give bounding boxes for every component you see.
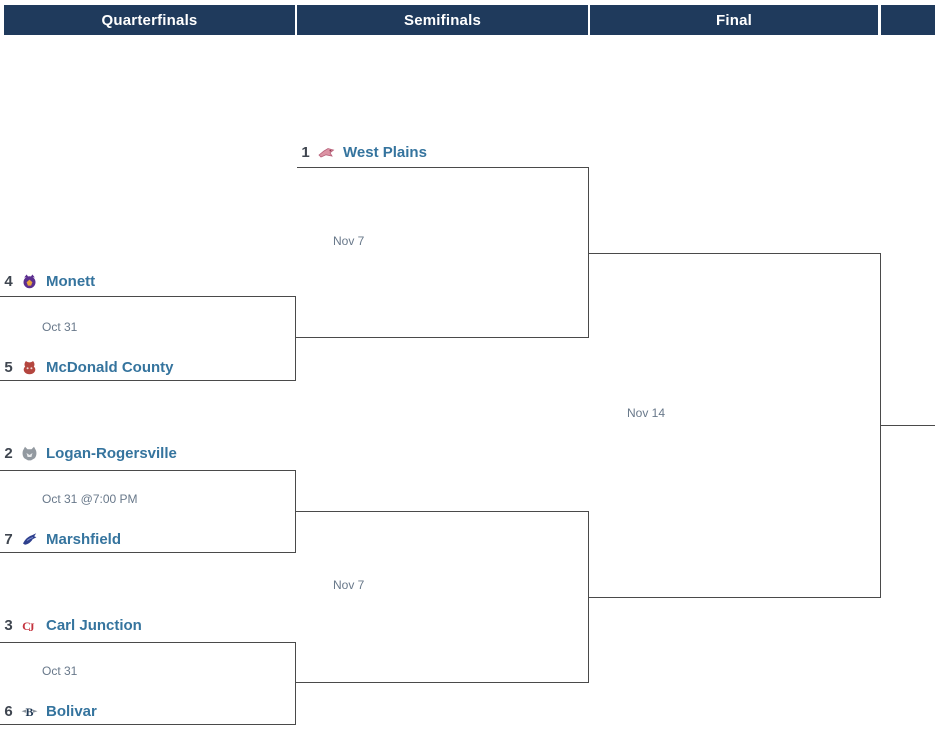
team-row-mcdonald-county: 5 McDonald County (4, 357, 174, 377)
bracket-line-sf2-connector (588, 597, 880, 598)
column-header-semifinals: Semifinals (297, 5, 588, 35)
column-header-final: Final (590, 5, 878, 35)
team-seed: 2 (4, 444, 13, 462)
match-date-qf2: Oct 31 @7:00 PM (42, 492, 138, 506)
team-seed: 1 (301, 143, 310, 161)
svg-text:C: C (22, 619, 31, 633)
bracket-line-qf3-connector (295, 682, 588, 683)
match-date-sf2: Nov 7 (333, 578, 365, 592)
team-seed: 3 (4, 616, 13, 634)
svg-text:B: B (25, 704, 33, 718)
west-plains-logo-icon (318, 144, 335, 161)
team-link-carl-junction[interactable]: Carl Junction (46, 616, 142, 634)
bracket-line-qf1-bottom (0, 380, 296, 381)
bracket-line-qf3-right (295, 642, 296, 725)
svg-text:J: J (29, 620, 35, 634)
team-link-monett[interactable]: Monett (46, 272, 96, 290)
marshfield-logo-icon (21, 531, 38, 548)
team-seed: 4 (4, 272, 13, 290)
match-date-sf1: Nov 7 (333, 234, 365, 248)
bracket-line-qf3-top (0, 642, 296, 643)
team-link-mcdonald-county[interactable]: McDonald County (46, 358, 174, 376)
team-link-logan-rogersville[interactable]: Logan-Rogersville (46, 444, 177, 462)
column-header-champion-cutoff (881, 5, 935, 35)
bracket-line-qf2-connector (295, 511, 588, 512)
team-row-bolivar: 6 B Bolivar (4, 701, 97, 721)
bracket-line-qf1-connector (295, 337, 588, 338)
team-row-logan-rogersville: 2 Logan-Rogersville (4, 443, 177, 463)
bracket-line-sf1-top (297, 167, 588, 168)
team-seed: 5 (4, 358, 13, 376)
bracket-line-qf1-right (295, 296, 296, 381)
team-seed: 7 (4, 530, 13, 548)
mcdonald-county-logo-icon (21, 359, 38, 376)
monett-logo-icon (21, 273, 38, 290)
bracket-line-sf1-connector (588, 253, 880, 254)
column-header-quarterfinals: Quarterfinals (4, 5, 295, 35)
bracket-line-qf2-top (0, 470, 296, 471)
team-link-marshfield[interactable]: Marshfield (46, 530, 122, 548)
match-date-final: Nov 14 (627, 406, 666, 420)
bracket-line-qf3-bottom (0, 724, 296, 725)
bolivar-logo-icon: B (21, 703, 38, 720)
team-link-bolivar[interactable]: Bolivar (46, 702, 97, 720)
match-date-qf1: Oct 31 (42, 320, 78, 334)
match-date-qf3: Oct 31 (42, 664, 78, 678)
team-row-monett: 4 Monett (4, 271, 95, 291)
team-row-marshfield: 7 Marshfield (4, 529, 121, 549)
team-row-west-plains: 1 West Plains (301, 142, 427, 162)
bracket-line-qf2-bottom (0, 552, 296, 553)
team-seed: 6 (4, 702, 13, 720)
bracket-line-qf1-top (0, 296, 296, 297)
logan-rogersville-logo-icon (21, 445, 38, 462)
bracket-line-champion (880, 425, 935, 426)
team-link-west-plains[interactable]: West Plains (343, 143, 427, 161)
bracket-line-sf1-right (588, 167, 589, 338)
